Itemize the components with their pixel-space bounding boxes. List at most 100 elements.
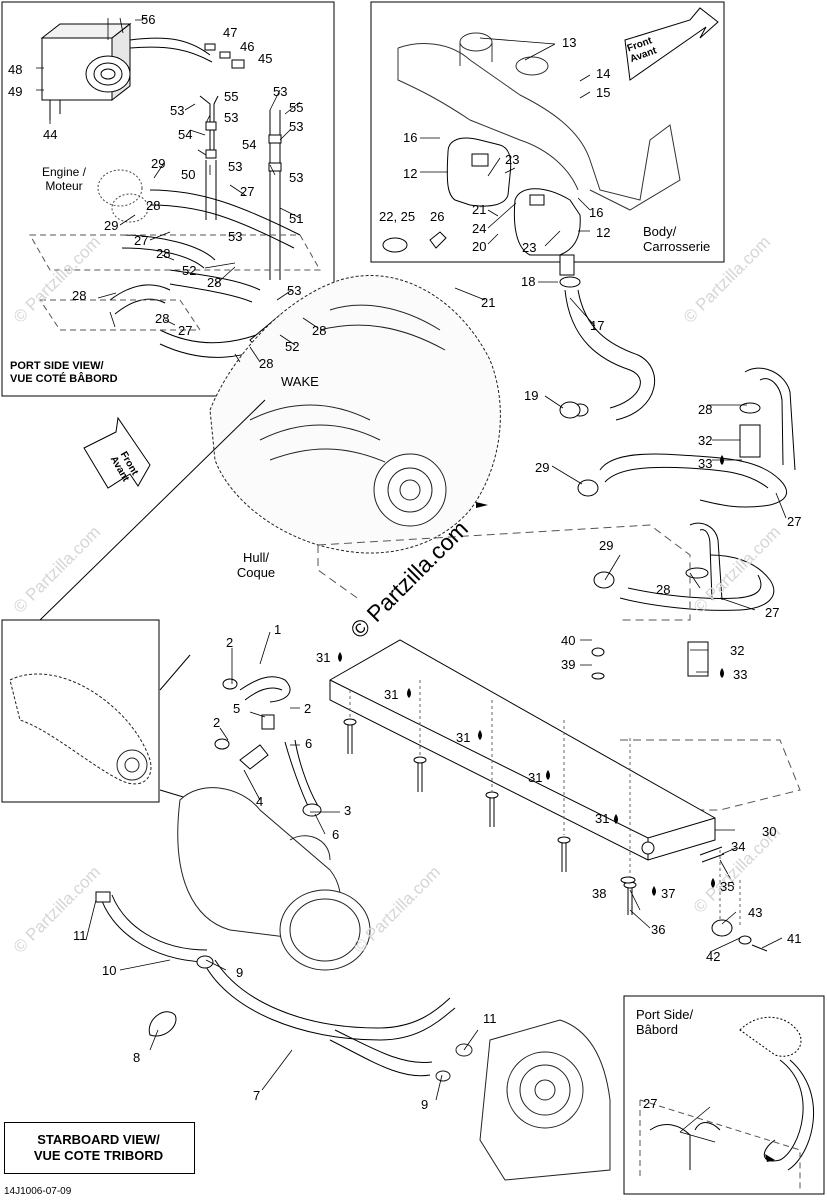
callout-15: 15 (596, 85, 611, 100)
callout-42: 42 (706, 949, 721, 964)
callout-38: 38 (592, 886, 607, 901)
callout-28-c: 28 (207, 275, 222, 290)
callout-2-b: 2 (304, 701, 312, 716)
callout-47: 47 (223, 25, 238, 40)
callout-10: 10 (102, 963, 117, 978)
port-side-bottom-label: Port Side/Bâbord (636, 1007, 694, 1038)
callout-37: 37 (661, 886, 676, 901)
sealant-drop-glyphs (338, 455, 724, 896)
callout-13: 13 (562, 35, 577, 50)
callout-40: 40 (561, 633, 576, 648)
callout-52-b: 52 (285, 339, 300, 354)
hose-17 (559, 276, 655, 421)
callout-22-25: 22, 25 (379, 209, 416, 224)
callout-26: 26 (430, 209, 445, 224)
starboard-view-box (4, 1122, 195, 1174)
callout-53-g: 53 (228, 229, 243, 244)
port-hoses (109, 95, 301, 358)
clamp-set-inset (382, 231, 447, 253)
callout-21-b: 21 (481, 295, 496, 310)
callout-53-e: 53 (228, 159, 243, 174)
clamp-19 (559, 401, 581, 419)
callout-53-b: 53 (273, 84, 288, 99)
moteur-text: Moteur (45, 178, 83, 193)
callout-53-d: 53 (289, 119, 304, 134)
callout-31-b: 31 (384, 687, 399, 702)
front-arrow-mid (83, 416, 151, 489)
port-side-text: Port Side/ (636, 1007, 694, 1022)
callout-28-e: 28 (312, 323, 327, 338)
callout-45: 45 (258, 51, 273, 66)
callout-28-h: 28 (698, 402, 713, 417)
front-arrow-top (624, 7, 719, 81)
callout-34: 34 (731, 839, 746, 854)
callout-41: 41 (787, 931, 802, 946)
callout-16-a: 16 (403, 130, 418, 145)
callout-1: 1 (274, 622, 282, 637)
callout-52-a: 52 (182, 263, 197, 278)
callout-14: 14 (596, 66, 611, 81)
callout-8: 8 (133, 1050, 141, 1065)
fasteners-right (591, 647, 768, 952)
vue-tribord-text: VUE COTE TRIBORD (33, 1147, 164, 1163)
clamp-29-lower (593, 571, 615, 589)
direction-arrow-head (476, 502, 488, 508)
engine-label: Engine /Moteur (36, 165, 92, 194)
callout-18: 18 (521, 274, 536, 289)
callout-31-e: 31 (595, 811, 610, 826)
hose-27-upper (599, 367, 796, 508)
callout-11-a: 11 (73, 928, 87, 943)
callout-9-a: 9 (236, 965, 244, 980)
callout-2-a: 2 (226, 635, 234, 650)
hose-3 (284, 739, 322, 817)
callout-28-g: 28 (259, 356, 274, 371)
callout-35: 35 (720, 879, 735, 894)
exhaust-manifold-inset (9, 673, 152, 785)
callout-21-a: 21 (472, 202, 487, 217)
starboard-inset-frame (1, 619, 160, 803)
callout-43: 43 (748, 905, 763, 920)
callout-29-d: 29 (599, 538, 614, 553)
hull-label: Hull/Coque (226, 550, 286, 581)
hull-floor-top-inset (29, 234, 321, 331)
wake-label: WAKE (281, 374, 319, 389)
callout-28-d: 28 (72, 288, 87, 303)
callout-51: 51 (289, 211, 304, 226)
bottom-right-inset-frame (623, 995, 825, 1195)
doc-code: 14J1006-07-09 (4, 1186, 72, 1197)
callout-3: 3 (344, 803, 352, 818)
callout-17: 17 (590, 318, 605, 333)
flow-arrow-head (765, 1154, 775, 1162)
callout-6-a: 6 (305, 736, 313, 751)
engine-block (209, 275, 501, 554)
callout-53-h: 53 (287, 283, 302, 298)
starboard-view-text: STARBOARD VIEW/ (37, 1132, 160, 1147)
hose-27-lower (619, 522, 775, 677)
hose-1 (222, 676, 291, 703)
callout-27-f: 27 (643, 1096, 658, 1111)
callout-20: 20 (472, 239, 487, 254)
callout-27-c: 27 (178, 323, 193, 338)
starboard-view-label: STARBOARD VIEW/VUE COTE TRIBORD (6, 1132, 191, 1163)
callout-54-b: 54 (242, 137, 257, 152)
callout-32-a: 32 (698, 433, 713, 448)
body-inset-frame (370, 1, 725, 263)
callout-48: 48 (8, 62, 23, 77)
callout-16-b: 16 (589, 205, 604, 220)
callout-39: 39 (561, 657, 576, 672)
callout-23-b: 23 (522, 240, 537, 255)
callout-53-f: 53 (289, 170, 304, 185)
callout-27-d: 27 (787, 514, 802, 529)
bolts-31 (343, 718, 637, 915)
callout-9-b: 9 (421, 1097, 429, 1112)
callout-19: 19 (524, 388, 539, 403)
connector-group-45-47 (204, 43, 245, 69)
callout-29-a: 29 (151, 156, 166, 171)
elbow-4 (214, 714, 275, 770)
callout-54-a: 54 (178, 127, 193, 142)
babord-text: Bâbord (636, 1021, 678, 1037)
callout-28-a: 28 (146, 198, 161, 213)
port-side-view-label: PORT SIDE VIEW/VUE COTÉ BÂBORD (10, 360, 118, 386)
callout-6-b: 6 (332, 827, 340, 842)
callout-2-c: 2 (213, 715, 221, 730)
